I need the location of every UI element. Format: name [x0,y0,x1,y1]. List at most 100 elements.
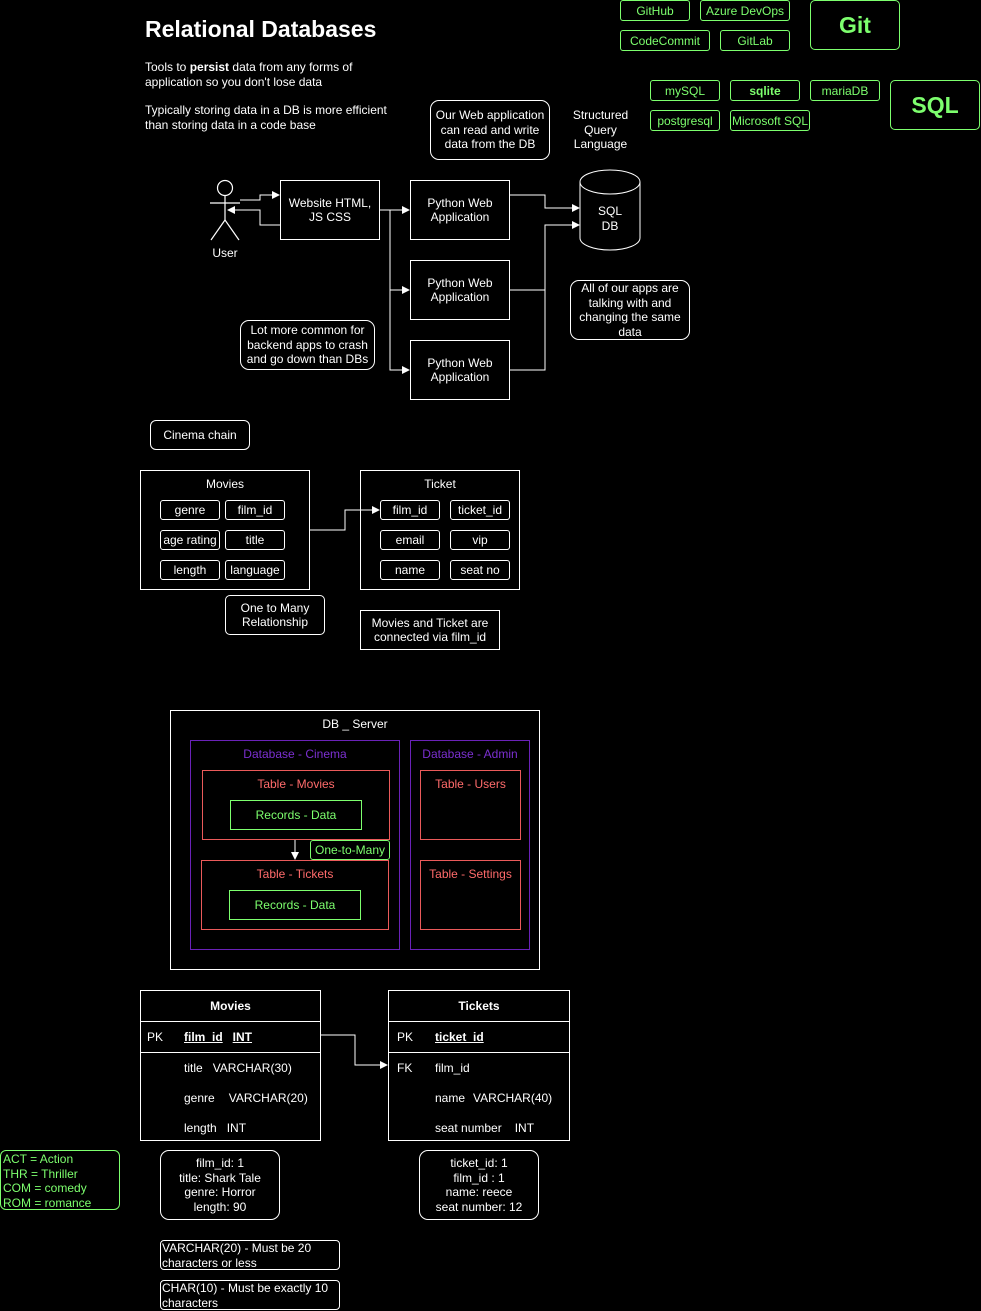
user-to-website-arrow [240,191,280,201]
column-type: VARCHAR(40) [473,1091,553,1105]
read-write-note: Our Web application can read and write d… [430,100,550,160]
er-tickets-title: Tickets [389,991,569,1022]
movies-field: genre [160,500,220,520]
column-type: INT [226,1121,247,1135]
er-movies-row: genre VARCHAR(20) [141,1083,320,1113]
tickets-records: Records - Data [229,890,361,920]
movies-field: title [225,530,285,550]
column-name: name [435,1091,466,1105]
column-name: title [184,1061,203,1075]
intro-text: Tools to persist data from any forms of … [145,60,353,89]
legend-item: COM = comedy [3,1181,87,1195]
key-marker: FK [397,1061,413,1075]
sample-line: ticket_id: 1 [450,1156,508,1170]
movies-field: film_id [225,500,285,520]
codecommit-tag: CodeCommit [620,30,710,51]
db-server-title: DB _ Server [322,717,388,731]
user-label: User [212,246,238,260]
column-type: VARCHAR(20) [228,1091,308,1105]
sample-line: film_id: 1 [195,1156,245,1170]
database-cinema-container: Database - Cinema [190,740,400,950]
shared-data-note: All of our apps are talking with and cha… [570,280,690,340]
mariadb-tag: mariaDB [810,80,880,101]
column-name: film_id [435,1061,470,1075]
ticket-field: ticket_id [450,500,510,520]
sample-line: genre: Horror [184,1185,256,1199]
postgresql-tag: postgresql [650,110,720,131]
column-name: ticket_id [435,1030,484,1044]
db-server-container: DB _ Server [170,710,540,970]
user-actor-icon [210,179,240,241]
movies-field: age rating [160,530,220,550]
sql-acronym-note: Structured Query Language [572,108,629,151]
ticket-sample-record: ticket_id: 1 film_id : 1 name: reece sea… [419,1150,539,1220]
table-movies: Table - Movies [202,770,390,840]
mysql-tag: mySQL [650,80,720,101]
website-box: Website HTML, JS CSS [280,180,380,240]
ticket-entity-title: Ticket [424,477,456,491]
github-tag: GitHub [620,0,690,21]
git-badge: Git [810,0,900,50]
er-movies-table: Movies PK film_id INT title VARCHAR(30) … [140,990,321,1141]
legend-item: ACT = Action [3,1152,74,1166]
er-movies-title: Movies [141,991,320,1022]
key-marker: PK [147,1030,164,1044]
table-tickets-title: Table - Tickets [256,867,334,881]
column-type: INT [232,1030,253,1044]
column-name: film_id [184,1030,223,1044]
ticket-field: email [380,530,440,550]
ticket-field: film_id [380,500,440,520]
column-name: length [184,1121,217,1135]
movies-field: language [225,560,285,580]
one-to-many-label: One-to-Many [310,840,390,860]
movie-sample-record: film_id: 1 title: Shark Tale genre: Horr… [160,1150,280,1220]
database-cylinder-icon [579,169,641,251]
er-movies-row: length INT [141,1113,320,1143]
app3-to-db-line [510,290,546,371]
char-note: CHAR(10) - Must be exactly 10 characters [160,1280,340,1310]
page-title: Relational Databases [145,16,377,42]
key-marker: PK [397,1030,414,1044]
er-tickets-row: name VARCHAR(40) [389,1083,569,1113]
er-tickets-row: seat number INT [389,1113,569,1143]
legend-item: THR = Thriller [3,1166,78,1181]
database-admin-container: Database - Admin [410,740,530,950]
movies-records: Records - Data [230,800,362,830]
app2-to-db-arrow [510,221,580,291]
sample-line: name: reece [445,1185,513,1199]
legend-item: ROM = romance [3,1195,92,1210]
gitlab-tag: GitLab [720,30,790,51]
microsoft-sql-tag: Microsoft SQL [730,110,810,131]
er-movies-row: title VARCHAR(30) [141,1053,320,1083]
column-type: VARCHAR(30) [212,1061,292,1075]
efficiency-note: Typically storing data in a DB is more e… [145,103,387,132]
sample-line: title: Shark Tale [179,1170,261,1185]
movies-to-ticket-arrow [310,506,380,531]
movies-field: length [160,560,220,580]
genre-legend: ACT = Action THR = Thriller COM = comedy… [0,1150,120,1210]
column-name: genre [184,1091,215,1105]
sql-badge: SQL [890,80,980,130]
column-name: seat number [435,1121,502,1135]
table-settings: Table - Settings [420,860,521,930]
table-tickets: Table - Tickets [201,860,389,930]
python-app-box-3: Python Web Application [410,340,510,400]
table-users-title: Table - Users [435,777,506,791]
ticket-field: vip [450,530,510,550]
sql-db-label: SQL DB [597,204,622,233]
azure-devops-tag: Azure DevOps [700,0,790,21]
python-app-box-2: Python Web Application [410,260,510,320]
movies-entity-title: Movies [205,477,244,491]
website-to-app2-arrow [389,210,410,294]
er-movies-pk-row: PK film_id INT [141,1022,320,1053]
sample-line: length: 90 [193,1199,247,1214]
app1-to-db-arrow [510,194,580,212]
connected-note: Movies and Ticket are connected via film… [360,610,500,650]
sample-line: seat number: 12 [435,1199,523,1214]
cinema-chain-label: Cinema chain [150,420,250,450]
table-movies-title: Table - Movies [257,777,335,791]
er-tickets-fk-row: FK film_id [389,1053,569,1083]
sqlite-tag: sqlite [730,80,800,101]
relationship-note: One to Many Relationship [225,595,325,635]
